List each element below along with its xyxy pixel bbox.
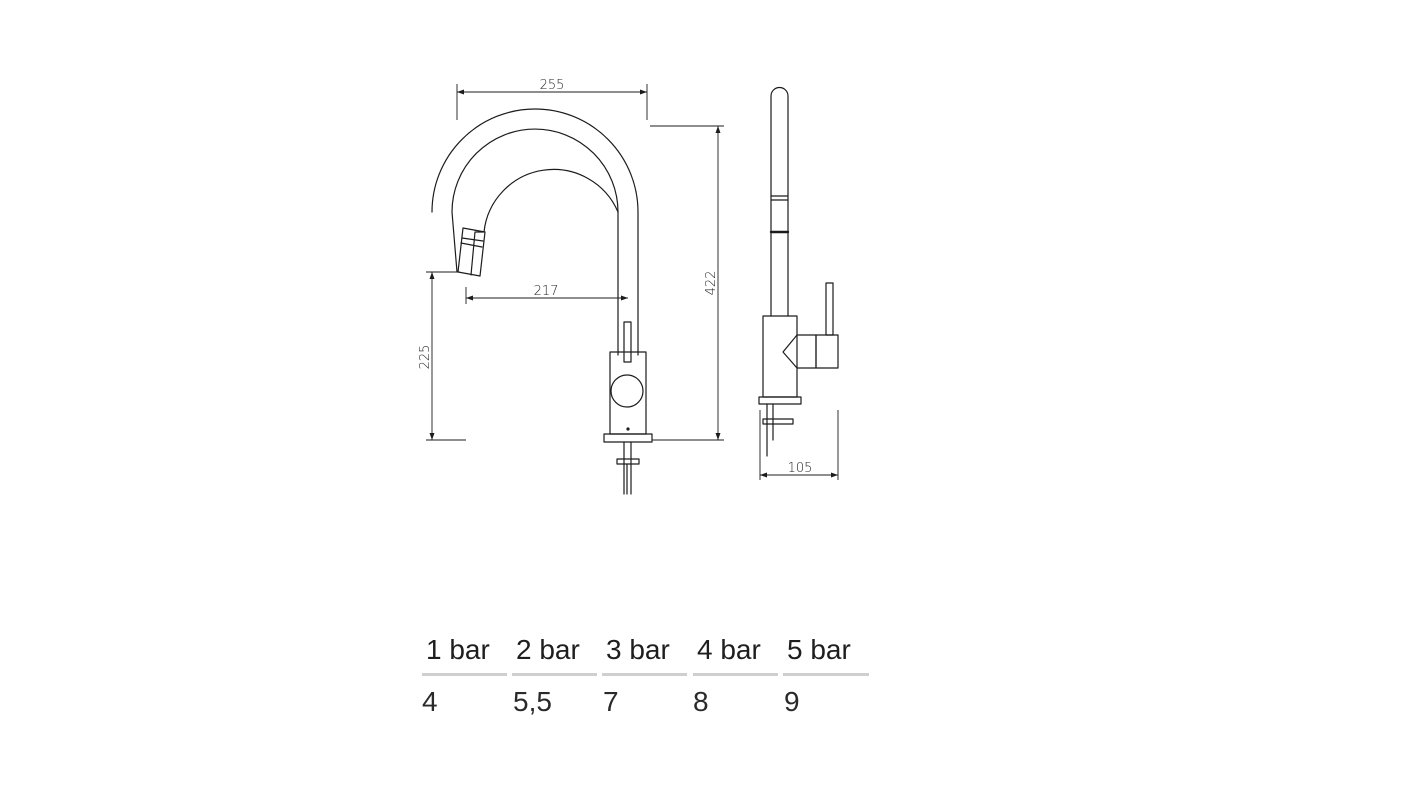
table-header-2: 2 bar: [512, 628, 597, 676]
table-value-3: 7: [603, 686, 619, 717]
table-value-4: 8: [693, 686, 709, 717]
dim-base-depth: 105: [788, 461, 813, 476]
faucet-side-view: [758, 86, 839, 457]
table-value-1: 4: [422, 686, 438, 717]
table-header-3: 3 bar: [602, 628, 687, 676]
table-header-1: 1 bar: [422, 628, 507, 676]
table-header-5: 5 bar: [783, 628, 869, 676]
dimension-lines-side: [759, 410, 839, 480]
dimension-lines-front: [426, 84, 724, 441]
table-header-4: 4 bar: [693, 628, 778, 676]
faucet-front-view: [431, 108, 653, 495]
dim-total-height: 422: [704, 271, 719, 296]
dim-top-width: 255: [540, 78, 565, 93]
table-value-5: 9: [784, 686, 800, 717]
dim-spout-height: 225: [418, 345, 433, 370]
dim-reach: 217: [534, 284, 559, 299]
table-value-2: 5,5: [513, 686, 552, 717]
